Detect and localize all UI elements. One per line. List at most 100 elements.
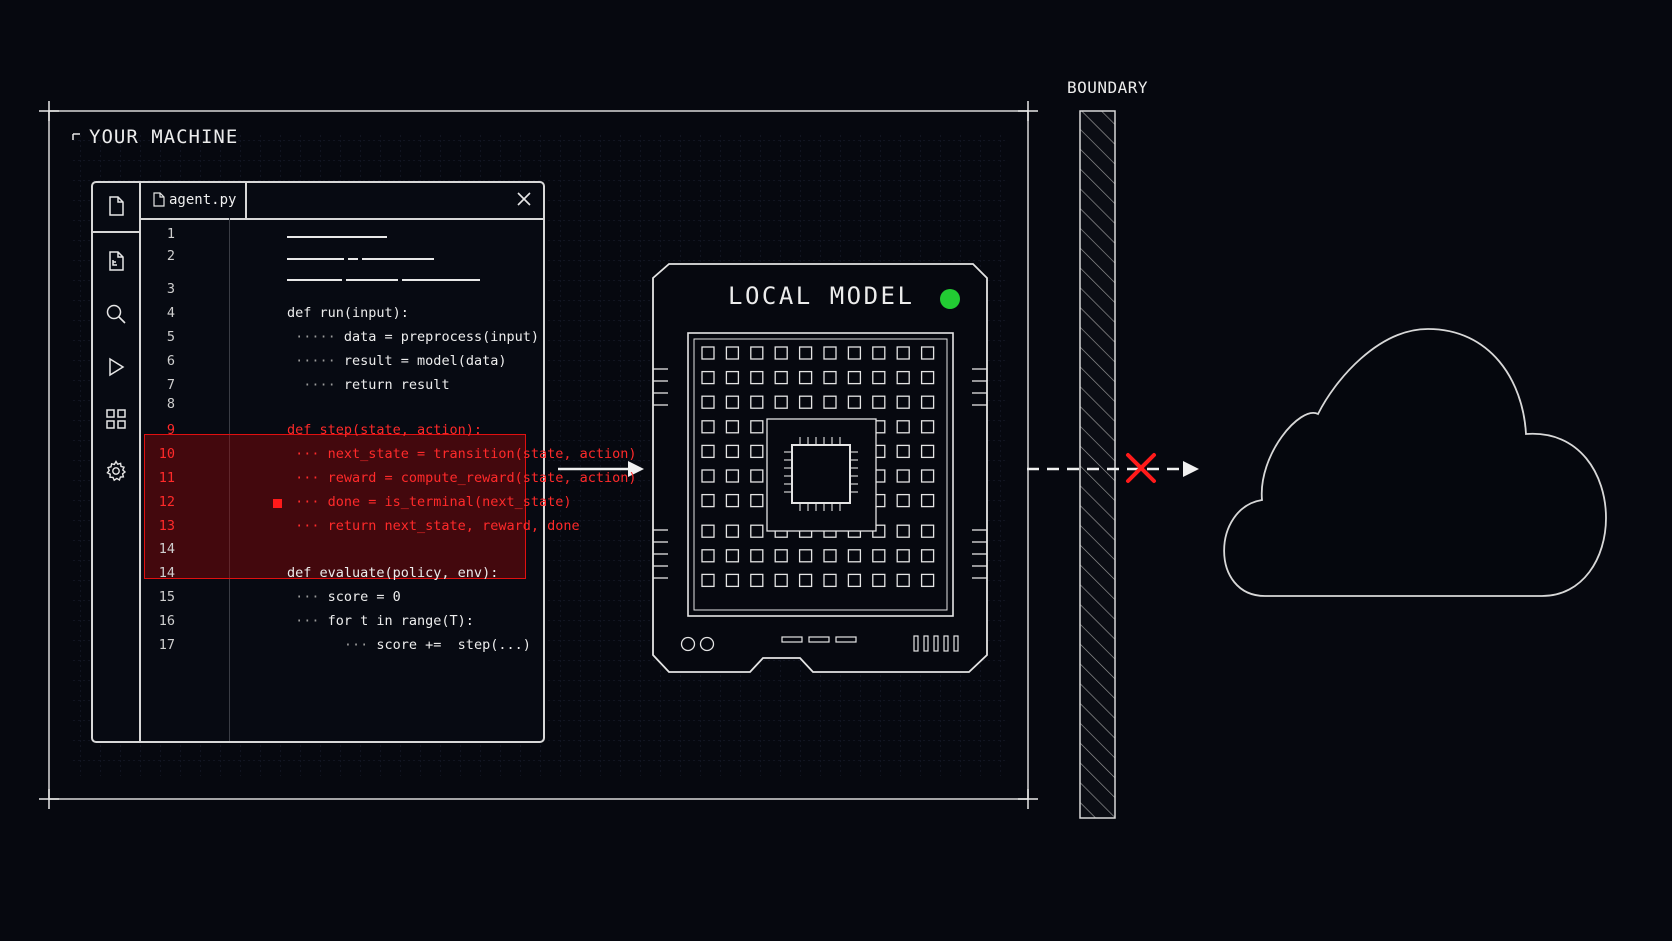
cloud-icon: [1223, 328, 1607, 597]
connector-pin: [923, 635, 929, 652]
chip-cell: [725, 346, 740, 360]
chip-cell: [920, 346, 935, 360]
tab-label: agent.py: [169, 192, 237, 208]
tab-bar: agent.py: [141, 183, 543, 220]
code-text: ··· score += step(...): [287, 637, 531, 653]
code-statement: result = model(data): [343, 353, 507, 369]
chip-cell: [750, 395, 764, 409]
machine-frame: [48, 110, 1029, 800]
chip-cell: [750, 444, 764, 459]
search-icon[interactable]: [105, 303, 127, 325]
line-number: 1: [166, 226, 175, 242]
code-statement: score += step(...): [376, 637, 531, 653]
indent-dots: ·····: [287, 353, 344, 369]
code-statement: return next_state, reward, done: [327, 518, 580, 534]
breakpoint-marker[interactable]: [273, 499, 282, 508]
chip-cell: [920, 420, 935, 434]
indent-dots: ···: [287, 470, 328, 486]
port-circle: [699, 636, 715, 652]
line-number: 6: [166, 353, 175, 369]
chip-cell: [896, 524, 910, 538]
code-statement: data = preprocess(input): [343, 329, 539, 345]
gutter-divider: [229, 218, 230, 741]
line-number: 8: [166, 396, 175, 412]
status-indicator: [940, 289, 960, 309]
chip-cell: [896, 420, 910, 434]
chip-cell: [774, 549, 788, 563]
code-text: def evaluate(policy, env):: [287, 565, 498, 581]
chip-cell: [896, 370, 910, 385]
chip-cell: [872, 573, 886, 588]
line-number: 14: [158, 565, 175, 581]
chip-cell: [701, 549, 715, 563]
model-title: LOCAL MODEL: [728, 282, 915, 310]
files-icon[interactable]: [105, 250, 127, 272]
chip-cell: [798, 370, 813, 385]
code-statement: reward = compute_reward(state, action): [327, 470, 637, 486]
line-number: 4: [166, 305, 175, 321]
boundary-border: [1079, 110, 1116, 819]
corner-marks: [39, 101, 1038, 809]
chip-cell: [725, 444, 740, 459]
chip-cell: [798, 346, 813, 360]
code-text: ··· next_state = transition(state, actio…: [287, 446, 637, 462]
close-icon[interactable]: [515, 190, 533, 208]
line-number: 13: [158, 518, 175, 534]
connector-pin: [933, 635, 939, 652]
die-outer: [687, 332, 954, 617]
chip-cell: [701, 444, 715, 459]
run-icon[interactable]: [105, 356, 127, 378]
connector-pin: [953, 635, 959, 652]
connector-pin: [943, 635, 949, 652]
line-number: 3: [166, 281, 175, 297]
chip-cell: [750, 573, 764, 588]
code-text: ··· return next_state, reward, done: [287, 518, 580, 534]
chip-cell: [823, 346, 837, 360]
chip-cell: [872, 549, 886, 563]
chip-cell: [798, 395, 813, 409]
chip-cell: [920, 524, 935, 538]
activity-bar: [93, 183, 141, 741]
line-number: 12: [158, 494, 175, 510]
chip-cell: [823, 573, 837, 588]
code-statement: for t in range(T):: [327, 613, 474, 629]
line-number: 5: [166, 329, 175, 345]
chip-cell: [750, 549, 764, 563]
placeholder-line: [287, 258, 344, 260]
chip-cell: [847, 549, 862, 563]
chip-cell: [701, 395, 715, 409]
code-text: ··· score = 0: [287, 589, 401, 605]
chip-cell: [750, 346, 764, 360]
line-number: 17: [158, 637, 175, 653]
placeholder-line: [348, 258, 358, 260]
code-text: ··· for t in range(T):: [287, 613, 474, 629]
chip-cell: [896, 469, 910, 483]
indent-dots: ·····: [287, 329, 344, 345]
chip-cell: [847, 346, 862, 360]
port-circle: [680, 636, 696, 652]
chip-cell: [920, 573, 935, 588]
tab-agent-py[interactable]: agent.py: [141, 183, 247, 218]
code-text: def run(input):: [287, 305, 409, 321]
extensions-icon[interactable]: [105, 408, 127, 430]
chip-cell: [920, 444, 935, 459]
gear-icon[interactable]: [105, 460, 127, 482]
chip-cell: [823, 370, 837, 385]
chip-cell: [725, 549, 740, 563]
boundary-title: BOUNDARY: [1067, 78, 1149, 97]
code-statement: next_state = transition(state, action): [327, 446, 637, 462]
chip-cell: [725, 493, 740, 508]
chip-cell: [774, 573, 788, 588]
code-statement: return result: [343, 377, 450, 393]
chip-cell: [847, 370, 862, 385]
indent-dots: ···: [287, 518, 328, 534]
chip-cell: [872, 395, 886, 409]
file-icon[interactable]: [105, 195, 127, 217]
chip-cell: [701, 370, 715, 385]
line-number: 16: [158, 613, 175, 629]
code-statement: def run(input):: [287, 305, 409, 321]
chip-cell: [920, 493, 935, 508]
line-number: 7: [166, 377, 175, 393]
chip-cell: [701, 493, 715, 508]
indent-dots: ····: [287, 377, 344, 393]
